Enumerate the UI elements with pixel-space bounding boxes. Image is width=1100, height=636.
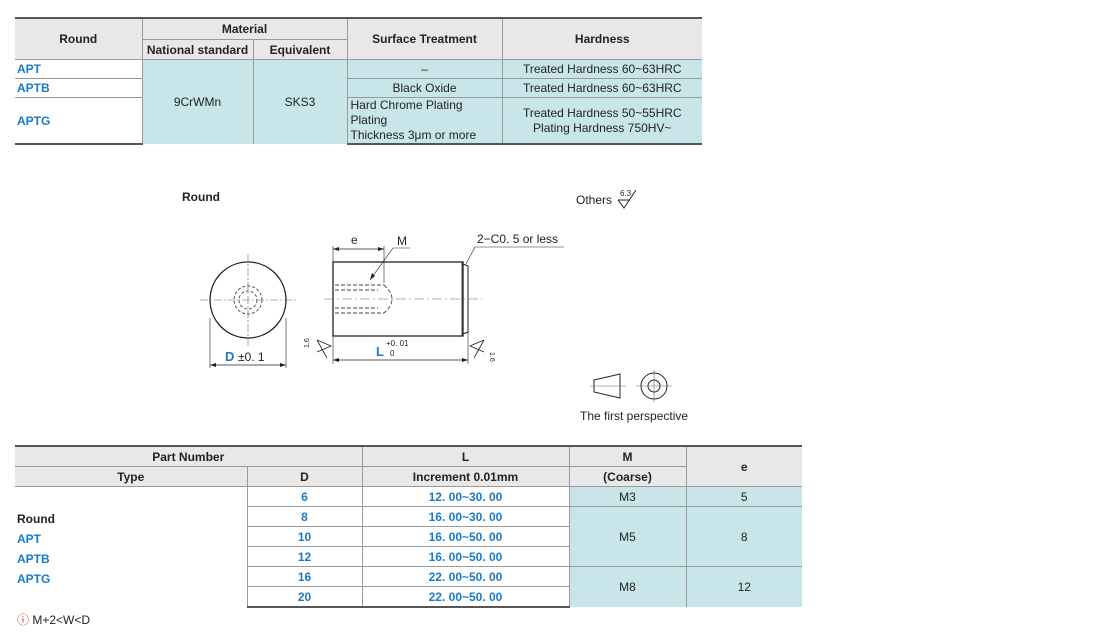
dim-e-label: e: [351, 233, 358, 247]
first-perspective-icon: [590, 370, 672, 402]
d-value: 10: [246, 526, 362, 547]
roughness-right-icon: 1.6: [468, 339, 495, 362]
surface-aptg: Hard Chrome Plating Plating Thickness 3μ…: [346, 97, 503, 145]
l-range: 22. 00~50. 00: [361, 566, 569, 587]
header-round: Round: [15, 17, 142, 60]
m-value: M8: [568, 566, 686, 607]
surface-aptg-line1: Hard Chrome Plating Plating: [350, 98, 463, 127]
material-national-value: 9CrWMn: [141, 59, 253, 144]
d-value: 8: [246, 506, 362, 527]
surface-apt: –: [346, 59, 503, 79]
e-value: 5: [685, 486, 802, 507]
header-M-coarse: (Coarse): [568, 466, 686, 487]
hardness-aptg-line2: Plating Hardness 750HV~: [533, 120, 672, 135]
surface-aptg-line2: Thickness 3μm or more: [350, 128, 477, 142]
type-aptg: APTG: [17, 572, 51, 586]
surface-aptb: Black Oxide: [346, 78, 503, 98]
header-L-increment: Increment 0.01mm: [361, 466, 569, 487]
m-value: M3: [568, 486, 686, 507]
hardness-apt: Treated Hardness 60~63HRC: [501, 59, 703, 79]
m-value: M5: [568, 506, 686, 567]
chamfer-label: 2−C0. 5 or less: [477, 232, 558, 246]
header-national-standard: National standard: [141, 39, 253, 60]
hardness-aptg-line1: Treated Hardness 50~55HRC: [522, 105, 682, 120]
dim-D-tolerance: ±0. 1: [238, 350, 265, 364]
type-aptb: APTB: [17, 552, 50, 566]
type-apt: APT: [15, 59, 142, 79]
header-part-number: Part Number: [15, 445, 362, 467]
header-M: M: [568, 445, 686, 467]
header-material: Material: [141, 17, 348, 40]
header-equivalent: Equivalent: [252, 39, 348, 60]
type-apt: APT: [17, 532, 41, 546]
header-type: Type: [15, 466, 247, 487]
others-label: Others: [576, 193, 613, 207]
d-value: 20: [246, 586, 362, 608]
header-D: D: [246, 466, 362, 487]
dim-D-label: D: [225, 349, 234, 364]
roughness-right-value: 1.6: [488, 352, 495, 362]
roughness-icon: 6.3: [617, 189, 637, 209]
l-range: 12. 00~30. 00: [361, 486, 569, 507]
dim-L-lower: 0: [390, 349, 395, 358]
l-range: 16. 00~50. 00: [361, 526, 569, 547]
l-range: 16. 00~50. 00: [361, 546, 569, 567]
dim-L-upper: +0. 01: [386, 339, 409, 348]
header-surface-treatment: Surface Treatment: [346, 17, 503, 60]
roughness-left-icon: 1.6: [304, 338, 333, 359]
footnote-text: M+2<W<D: [32, 613, 91, 627]
hardness-aptb: Treated Hardness 60~63HRC: [501, 78, 703, 98]
header-L: L: [361, 445, 569, 467]
type-list: Round APT APTB APTG: [15, 486, 247, 607]
header-hardness: Hardness: [501, 17, 703, 60]
part-number-table: Part Number L M e Type D Increment 0.01m…: [15, 445, 802, 608]
dim-M-label: M: [397, 234, 407, 248]
type-round: Round: [17, 512, 55, 526]
d-value: 16: [246, 566, 362, 587]
warning-circle-icon: ⓘ: [17, 613, 30, 627]
type-aptb: APTB: [15, 78, 142, 98]
roughness-value: 6.3: [620, 189, 632, 198]
spec-table: Round Material Surface Treatment Hardnes…: [15, 17, 703, 145]
header-e: e: [685, 445, 802, 487]
footnote: ⓘ M+2<W<D: [17, 611, 90, 628]
roughness-left-value: 1.6: [304, 338, 311, 348]
side-view: e M 2−C0. 5 or less L +0. 01 0 1.6 1.6: [304, 232, 564, 364]
material-equivalent-value: SKS3: [252, 59, 348, 144]
e-value: 8: [685, 506, 802, 567]
dim-L-label: L: [376, 344, 384, 359]
first-perspective-label: The first perspective: [580, 409, 689, 423]
drawing-title: Round: [182, 190, 220, 204]
e-value: 12: [685, 566, 802, 607]
l-range: 16. 00~30. 00: [361, 506, 569, 527]
type-aptg: APTG: [15, 97, 142, 145]
technical-drawing: D ±0. 1 e M 2−C0. 5 or less: [200, 232, 564, 368]
d-value: 6: [246, 486, 362, 507]
l-range: 22. 00~50. 00: [361, 586, 569, 608]
d-value: 12: [246, 546, 362, 567]
end-view: D ±0. 1: [200, 254, 296, 368]
hardness-aptg: Treated Hardness 50~55HRC Plating Hardne…: [501, 97, 703, 145]
